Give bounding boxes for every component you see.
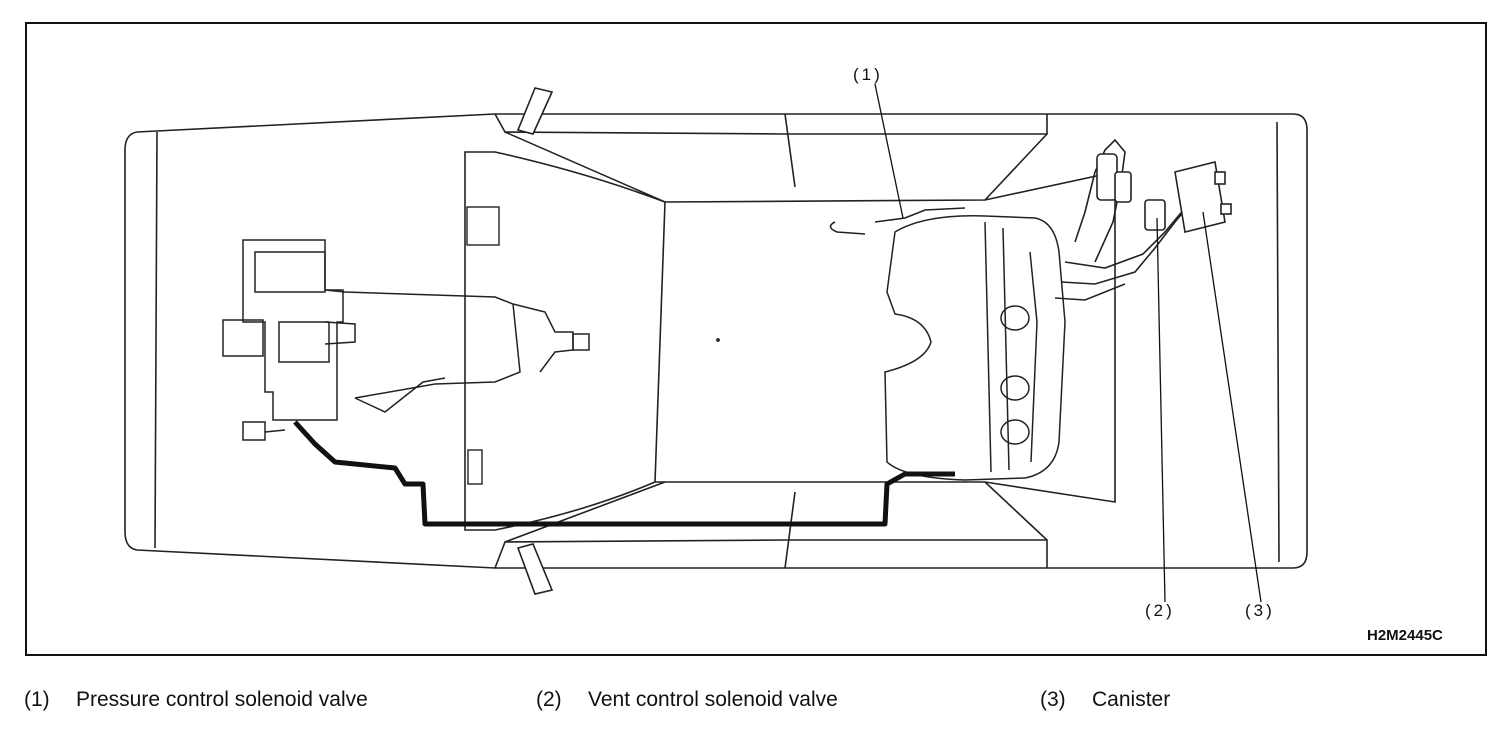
leader-lines (874, 83, 1262, 603)
vent-control-solenoid-valve (1144, 199, 1166, 231)
side-mirrors (516, 87, 554, 595)
legend-number: (1) (24, 688, 50, 711)
legend-item-pressure-control-solenoid-valve: (1) Pressure control solenoid valve (24, 688, 368, 712)
legend: (1) Pressure control solenoid valve (2) Ve… (0, 688, 1504, 728)
legend-label: Pressure control solenoid valve (76, 688, 368, 711)
callout-2: (2) (1145, 601, 1175, 620)
engine-transmission (222, 239, 590, 441)
vapor-line (293, 420, 955, 527)
car-body (124, 113, 1308, 569)
callout-1: (1) (853, 65, 883, 84)
filler-neck-piping (829, 138, 1196, 301)
pressure-control-solenoid-valve (1096, 153, 1132, 203)
vehicle-layout-drawing: (1) (2) (3) H2M2445C (25, 22, 1487, 656)
legend-label: Canister (1092, 688, 1171, 711)
legend-item-canister: (3) Canister (1040, 688, 1170, 712)
diagram-figure: (1) (2) (3) H2M2445C (25, 22, 1487, 656)
interior-details (466, 206, 720, 485)
legend-number: (2) (536, 688, 562, 711)
canister (1174, 161, 1232, 233)
callout-3: (3) (1245, 601, 1275, 620)
legend-label: Vent control solenoid valve (588, 688, 838, 711)
legend-item-vent-control-solenoid-valve: (2) Vent control solenoid valve (536, 688, 838, 712)
legend-number: (3) (1040, 688, 1066, 711)
figure-frame (25, 22, 1487, 656)
fuel-tank (884, 215, 1066, 481)
figure-id-code: H2M2445C (1367, 627, 1443, 644)
